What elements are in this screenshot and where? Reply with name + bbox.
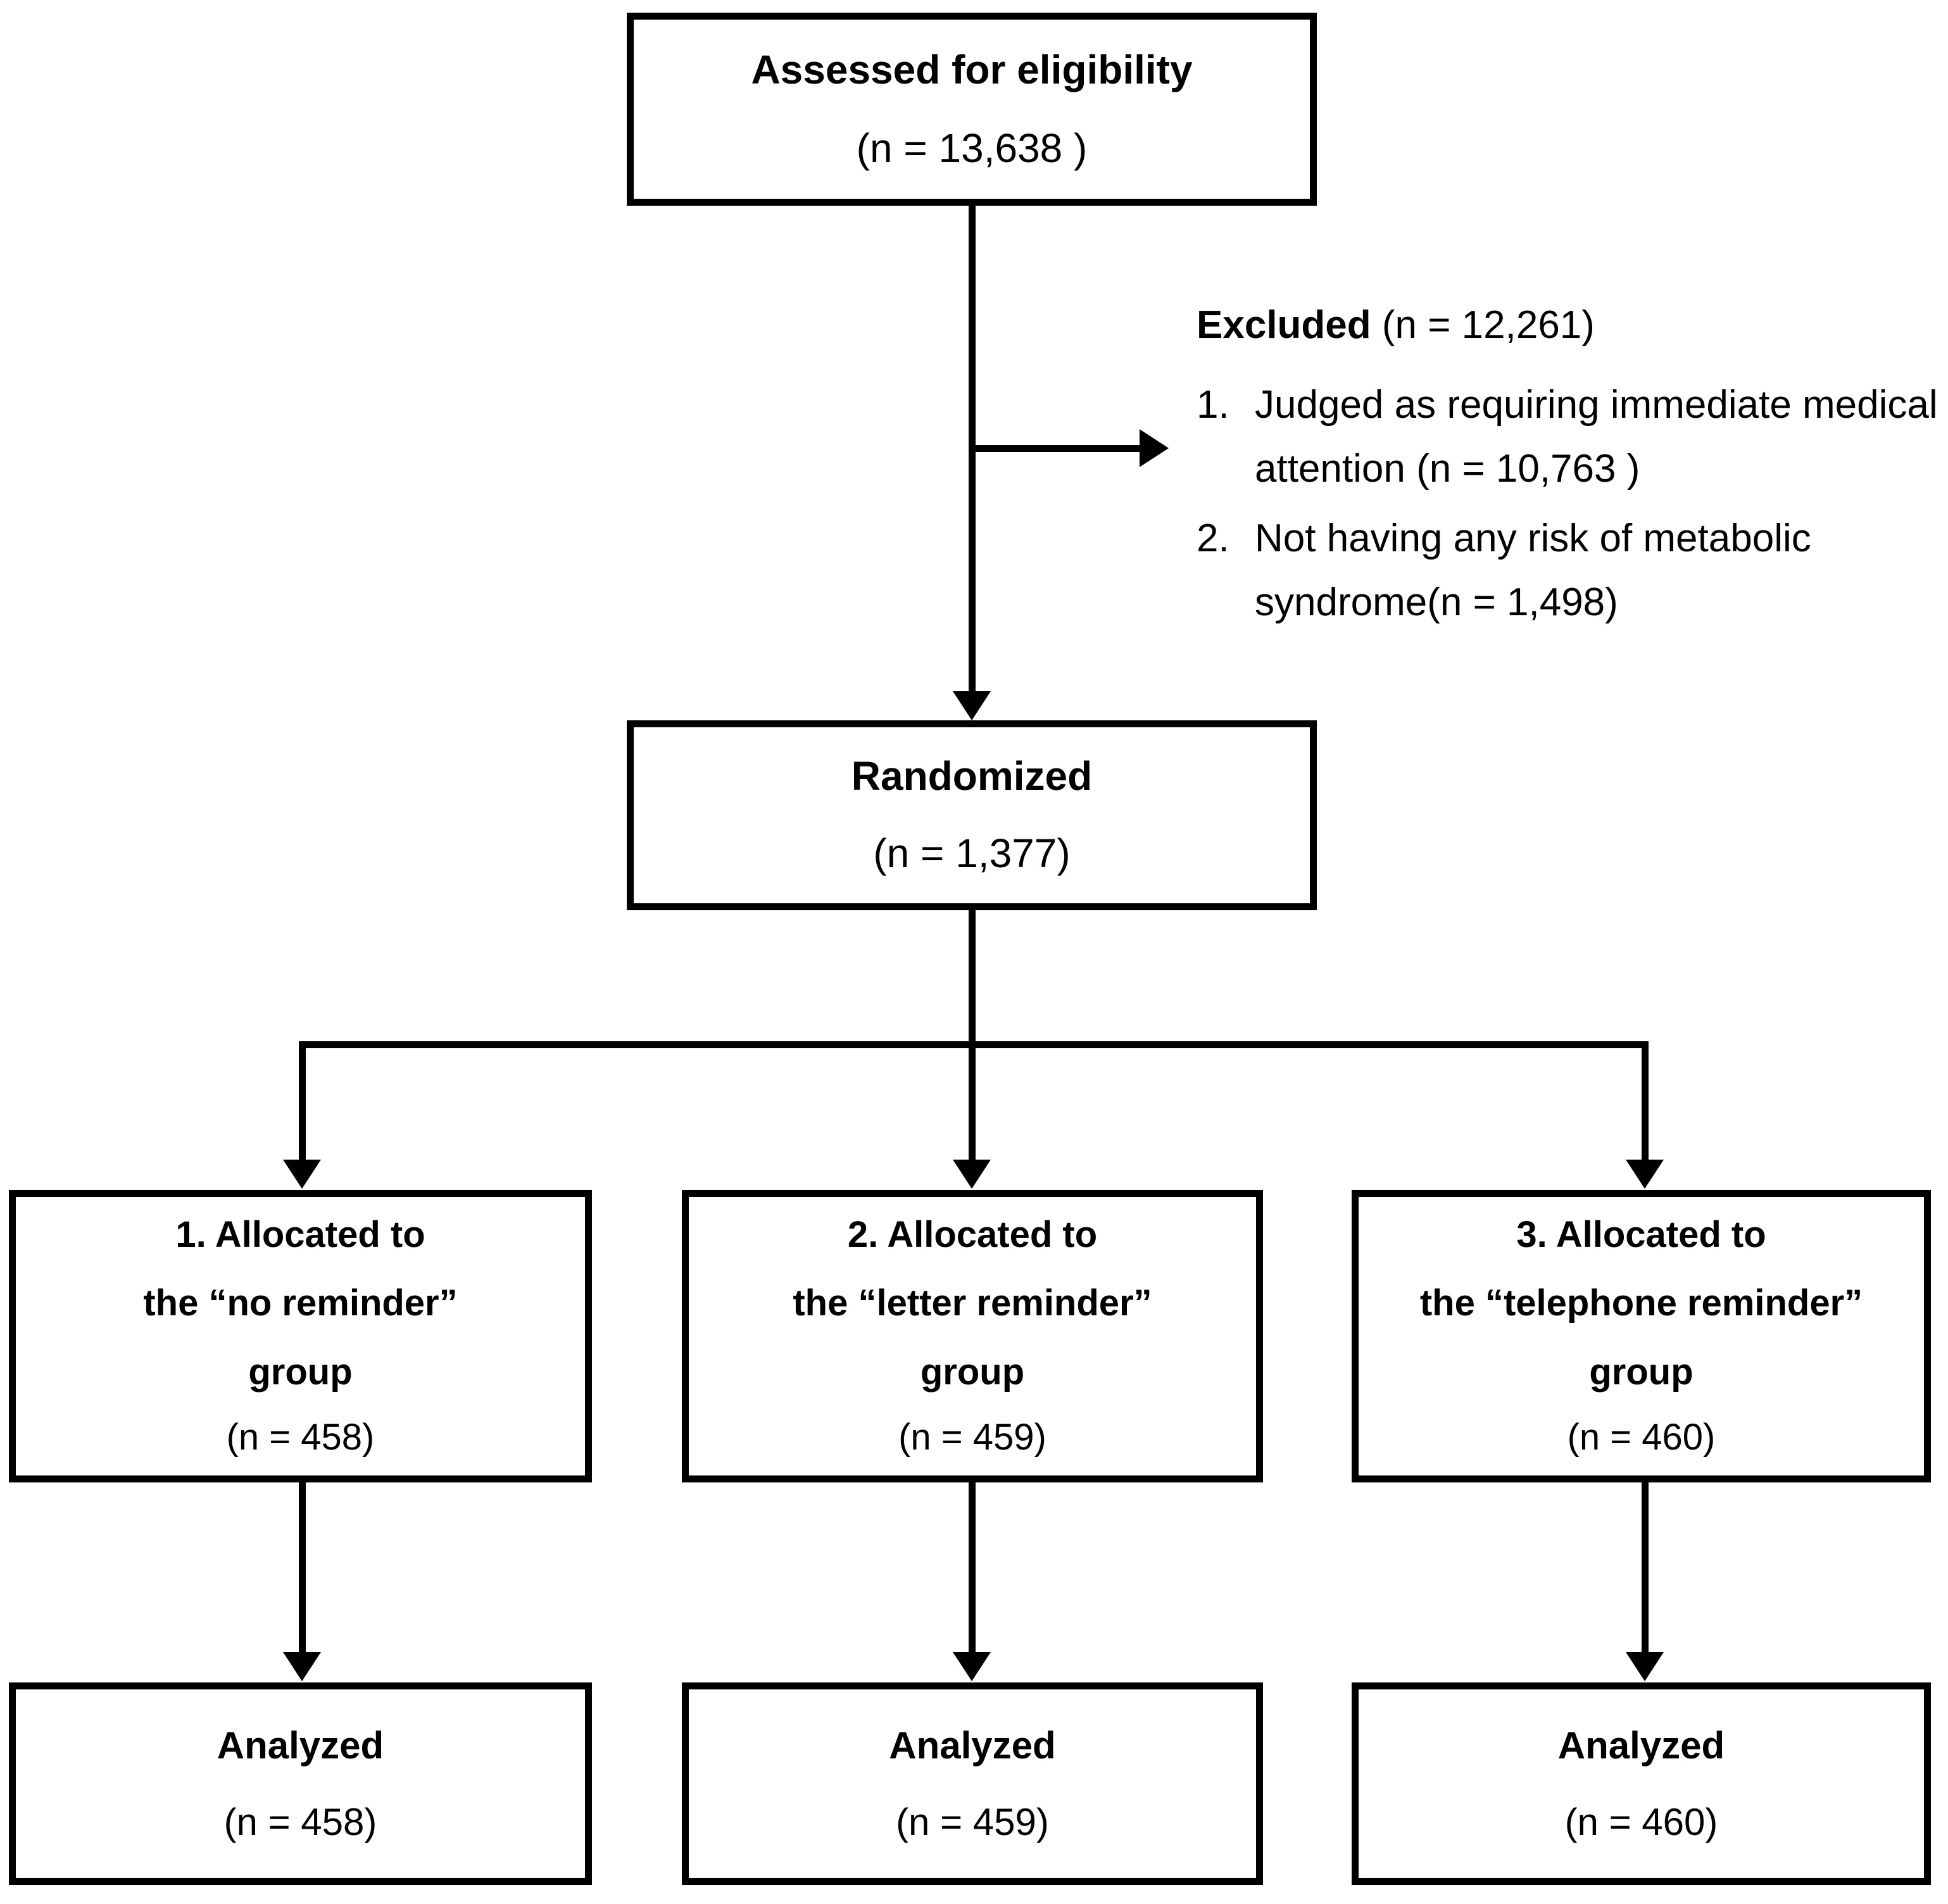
connector-allocation-1-to-analyzed-1 (299, 1482, 306, 1653)
analyzed-3-label: Analyzed (1557, 1724, 1725, 1767)
randomized-label: Randomized (851, 753, 1093, 799)
allocated-3-count: (n = 460) (1567, 1416, 1716, 1458)
excluded-reason-2-text: Not having any risk of metabolic syndrom… (1255, 517, 1811, 624)
arrow-to-excluded-icon (1140, 429, 1169, 467)
node-allocated-1: 1. Allocated to the “no reminder” group … (9, 1190, 592, 1482)
excluded-heading-word: Excluded (1197, 303, 1371, 347)
spine-randomized-to-split (969, 910, 976, 1046)
arrow-into-analyzed-3-icon (1626, 1652, 1664, 1681)
drop-to-allocation-2 (969, 1041, 976, 1162)
allocated-3-line3: group (1589, 1351, 1694, 1393)
node-allocated-3: 3. Allocated to the “telephone reminder”… (1352, 1190, 1931, 1482)
excluded-heading: Excluded (n = 12,261) (1197, 294, 1944, 357)
excluded-reason-1-text: Judged as requiring immediate medical at… (1255, 383, 1938, 491)
randomized-count: (n = 1,377) (873, 830, 1071, 876)
excluded-reason-2: 2. Not having any risk of metabolic synd… (1197, 507, 1944, 634)
node-allocated-2: 2. Allocated to the “letter reminder” gr… (682, 1190, 1263, 1482)
analyzed-1-count: (n = 458) (223, 1801, 377, 1843)
excluded-reason-1: 1. Judged as requiring immediate medical… (1197, 373, 1944, 501)
allocated-2-count: (n = 459) (898, 1416, 1046, 1458)
spine-assessed-to-randomized (969, 206, 976, 693)
arrow-into-randomized-icon (953, 691, 991, 720)
node-randomized: Randomized (n = 1,377) (627, 720, 1317, 910)
allocated-3-line1: 3. Allocated to (1516, 1213, 1766, 1255)
arrow-into-allocation-2-icon (953, 1160, 991, 1189)
drop-to-allocation-3 (1642, 1041, 1649, 1162)
analyzed-2-label: Analyzed (889, 1724, 1056, 1767)
node-analyzed-3: Analyzed (n = 460) (1352, 1682, 1931, 1885)
assessed-count: (n = 13,638 ) (856, 125, 1088, 171)
allocated-2-line1: 2. Allocated to (847, 1213, 1098, 1255)
analyzed-1-label: Analyzed (217, 1724, 384, 1767)
allocated-2-line3: group (920, 1351, 1025, 1393)
arrow-into-allocation-3-icon (1626, 1160, 1664, 1189)
arrow-into-analyzed-1-icon (283, 1652, 321, 1681)
arrow-into-allocation-1-icon (283, 1160, 321, 1189)
node-analyzed-2: Analyzed (n = 459) (682, 1682, 1263, 1885)
allocated-1-line3: group (248, 1351, 353, 1393)
arrow-into-analyzed-2-icon (953, 1652, 991, 1681)
allocated-1-count: (n = 458) (226, 1416, 375, 1458)
drop-to-allocation-1 (299, 1041, 306, 1162)
excluded-reason-2-number: 2. (1197, 517, 1229, 561)
allocated-3-line2: the “telephone reminder” (1419, 1282, 1863, 1324)
allocated-2-line2: the “letter reminder” (793, 1282, 1152, 1324)
connector-allocation-3-to-analyzed-3 (1642, 1482, 1649, 1653)
excluded-heading-count: (n = 12,261) (1371, 303, 1595, 347)
connector-allocation-2-to-analyzed-2 (969, 1482, 976, 1653)
assessed-label: Assessed for eligibility (751, 46, 1193, 92)
analyzed-3-count: (n = 460) (1564, 1801, 1718, 1843)
node-analyzed-1: Analyzed (n = 458) (9, 1682, 592, 1885)
branch-to-excluded (972, 445, 1143, 452)
allocated-1-line2: the “no reminder” (143, 1282, 458, 1324)
excluded-block: Excluded (n = 12,261) 1. Judged as requi… (1197, 294, 1944, 641)
analyzed-2-count: (n = 459) (896, 1801, 1049, 1843)
allocated-1-line1: 1. Allocated to (175, 1213, 425, 1255)
excluded-reason-1-number: 1. (1197, 383, 1229, 427)
node-assessed-for-eligibility: Assessed for eligibility (n = 13,638 ) (627, 13, 1317, 206)
